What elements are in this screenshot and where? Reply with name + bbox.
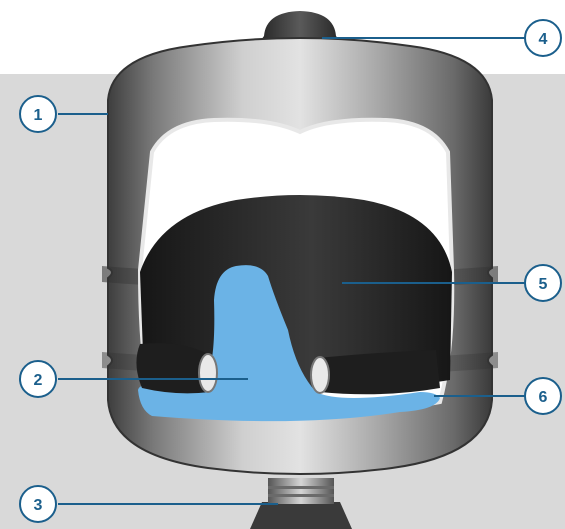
- callout-5-label: 5: [539, 276, 548, 293]
- callout-3-label: 3: [34, 497, 43, 514]
- callout-1-label: 1: [34, 107, 43, 124]
- callout-4: 4: [525, 20, 561, 56]
- callout-6: 6: [525, 378, 561, 414]
- callout-6-label: 6: [539, 389, 548, 406]
- callout-1: 1: [20, 96, 56, 132]
- callout-2-label: 2: [34, 372, 43, 389]
- callout-4-label: 4: [539, 31, 548, 48]
- callout-5: 5: [525, 265, 561, 301]
- callout-2: 2: [20, 361, 56, 397]
- callout-3: 3: [20, 486, 56, 522]
